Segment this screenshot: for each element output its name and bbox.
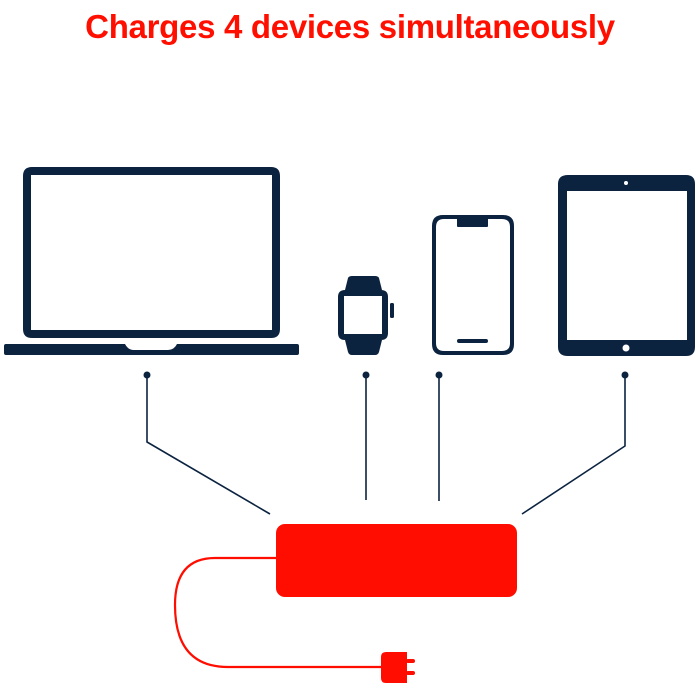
page-title: Charges 4 devices simultaneously [85, 8, 615, 45]
laptop-icon [4, 167, 299, 355]
tablet-connector [521, 375, 626, 515]
laptop-connector [146, 375, 271, 515]
power-cable [173, 556, 382, 669]
tablet-icon [558, 175, 695, 356]
smartwatch-icon [338, 276, 394, 355]
connector-dots [143, 371, 629, 379]
connector-lines [146, 375, 626, 515]
power-plug-icon [381, 652, 415, 683]
charger-hub-icon [276, 524, 517, 597]
smartphone-icon [432, 215, 514, 355]
